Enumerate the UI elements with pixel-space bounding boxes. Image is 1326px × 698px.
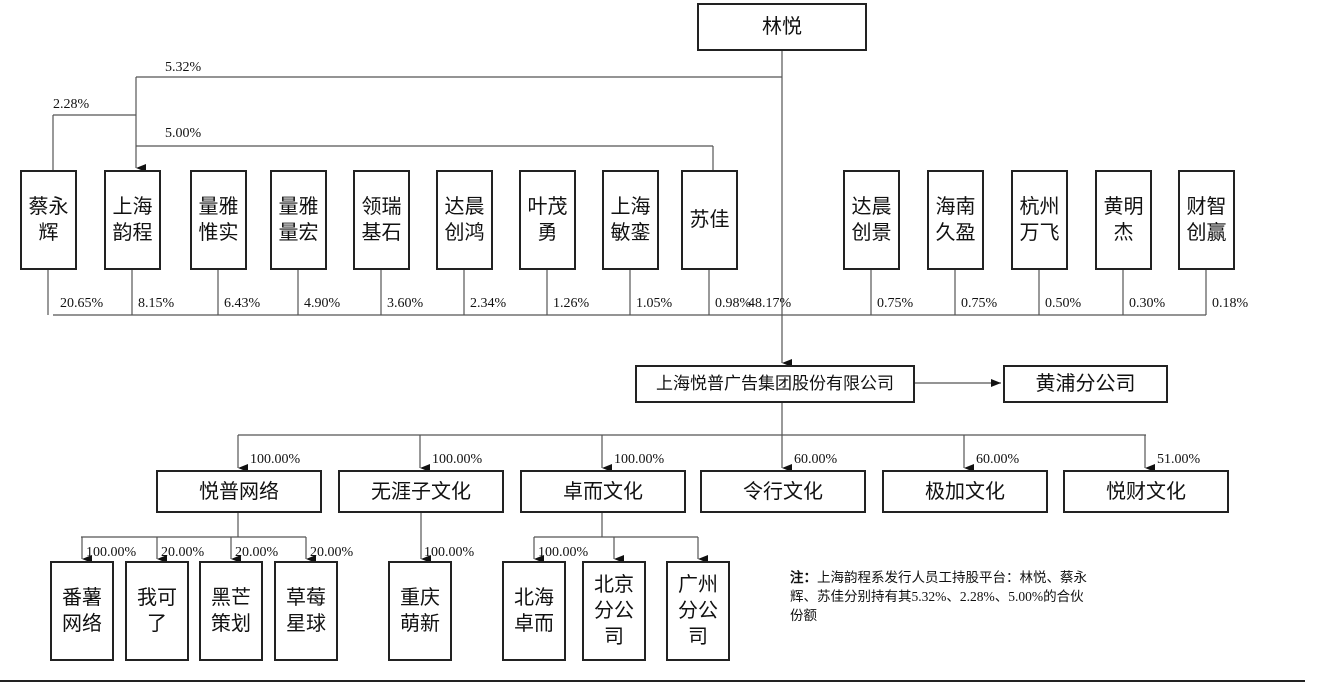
shareholder-box-label: 量雅惟实 <box>198 196 239 244</box>
subsidiary-box-label: 卓而文化 <box>563 480 643 503</box>
footnote: 注：上海韵程系发行人员工持股平台：林悦、蔡永辉、苏佳分别持有其5.32%、2.2… <box>790 568 1090 625</box>
shareholder-box-label: 上海敏銮 <box>610 196 651 244</box>
grandchild-box: 北京分公司 <box>582 561 646 661</box>
top-holder-name: 林悦 <box>762 16 802 38</box>
grandchild-box-label: 番薯网络 <box>62 587 102 635</box>
shareholder-box: 上海韵程 <box>104 170 161 270</box>
link-pct-linyue-yuncheng: 5.32% <box>165 60 202 75</box>
subsidiary-pct: 60.00% <box>976 452 1020 467</box>
subsidiary-box: 卓而文化 <box>520 470 686 513</box>
shareholder-box-label: 领瑞基石 <box>361 196 402 244</box>
shareholder-box: 蔡永辉 <box>20 170 77 270</box>
grandchild-box: 我可了 <box>125 561 189 661</box>
shareholder-box-label: 叶茂勇 <box>527 196 568 244</box>
subsidiary-box-label: 无涯子文化 <box>371 480 471 503</box>
shareholder-pct: 3.60% <box>387 296 424 311</box>
footnote-label: 注： <box>790 570 817 585</box>
link-pct-sujia-yuncheng: 5.00% <box>165 126 202 141</box>
subsidiary-box: 悦财文化 <box>1063 470 1229 513</box>
shareholder-box-label: 财智创赢 <box>1186 196 1227 244</box>
shareholder-box: 量雅量宏 <box>270 170 327 270</box>
shareholder-box: 黄明杰 <box>1095 170 1152 270</box>
company-name: 上海悦普广告集团股份有限公司 <box>656 374 894 393</box>
shareholder-pct: 0.50% <box>1045 296 1082 311</box>
grandchild-box-label: 草莓星球 <box>286 587 326 635</box>
shareholder-pct: 0.18% <box>1212 296 1249 311</box>
subsidiary-pct: 60.00% <box>794 452 838 467</box>
subsidiary-box: 悦普网络 <box>156 470 322 513</box>
shareholder-box: 量雅惟实 <box>190 170 247 270</box>
grandchild-pct: 100.00% <box>86 545 137 560</box>
shareholder-box: 海南久盈 <box>927 170 984 270</box>
subsidiary-box: 令行文化 <box>700 470 866 513</box>
shareholder-pct: 0.75% <box>961 296 998 311</box>
grandchild-pct: 100.00% <box>538 545 589 560</box>
shareholder-pct: 0.30% <box>1129 296 1166 311</box>
shareholder-box-label: 上海韵程 <box>112 196 153 244</box>
shareholder-pct: 0.98% <box>715 296 752 311</box>
subsidiary-box-label: 令行文化 <box>743 480 823 503</box>
grandchild-box-label: 广州分公司 <box>678 574 718 648</box>
shareholder-pct: 6.43% <box>224 296 261 311</box>
subsidiary-box: 无涯子文化 <box>338 470 504 513</box>
shareholder-pct: 2.34% <box>470 296 507 311</box>
grandchild-box: 草莓星球 <box>274 561 338 661</box>
subsidiary-pct: 100.00% <box>250 452 301 467</box>
shareholder-box: 财智创赢 <box>1178 170 1235 270</box>
shareholder-box-label: 黄明杰 <box>1103 196 1144 244</box>
grandchild-box-label: 北海卓而 <box>514 587 554 635</box>
grandchild-pct: 20.00% <box>310 545 354 560</box>
shareholder-box: 苏佳 <box>681 170 738 270</box>
subsidiary-pct: 100.00% <box>614 452 665 467</box>
branch-name: 黄浦分公司 <box>1035 373 1136 395</box>
subsidiary-pct: 51.00% <box>1157 452 1201 467</box>
footnote-text: 上海韵程系发行人员工持股平台：林悦、蔡永辉、苏佳分别持有其5.32%、2.28%… <box>790 570 1087 623</box>
grandchild-box: 北海卓而 <box>502 561 566 661</box>
grandchild-pct: 100.00% <box>424 545 475 560</box>
shareholder-pct: 1.05% <box>636 296 673 311</box>
shareholder-pct: 8.15% <box>138 296 175 311</box>
shareholder-box: 达晨创鸿 <box>436 170 493 270</box>
top-holder-box: 林悦 <box>697 3 867 51</box>
grandchild-pct: 20.00% <box>235 545 279 560</box>
shareholder-box: 上海敏銮 <box>602 170 659 270</box>
shareholder-box: 叶茂勇 <box>519 170 576 270</box>
grandchild-box-label: 黑芒策划 <box>211 587 251 635</box>
grandchild-box: 广州分公司 <box>666 561 730 661</box>
branch-box: 黄浦分公司 <box>1003 365 1168 403</box>
grandchild-box: 黑芒策划 <box>199 561 263 661</box>
bottom-rule <box>0 680 1305 682</box>
company-box: 上海悦普广告集团股份有限公司 <box>635 365 915 403</box>
shareholder-box: 杭州万飞 <box>1011 170 1068 270</box>
shareholder-box: 达晨创景 <box>843 170 900 270</box>
grandchild-box-label: 重庆萌新 <box>400 587 440 635</box>
linyue-direct-pct: 48.17% <box>748 296 792 311</box>
shareholder-pct: 4.90% <box>304 296 341 311</box>
grandchild-box: 番薯网络 <box>50 561 114 661</box>
shareholder-box-label: 苏佳 <box>689 209 730 231</box>
shareholder-box-label: 达晨创鸿 <box>444 196 485 244</box>
shareholder-box-label: 杭州万飞 <box>1019 196 1060 244</box>
grandchild-box-label: 我可了 <box>137 587 177 635</box>
subsidiary-pct: 100.00% <box>432 452 483 467</box>
link-pct-cai-yuncheng: 2.28% <box>53 97 90 112</box>
subsidiary-box-label: 悦财文化 <box>1106 480 1186 503</box>
shareholder-box-label: 量雅量宏 <box>278 196 319 244</box>
subsidiary-box: 极加文化 <box>882 470 1048 513</box>
subsidiary-box-label: 极加文化 <box>925 480 1005 503</box>
shareholder-box-label: 海南久盈 <box>935 196 976 244</box>
shareholder-pct: 20.65% <box>60 296 104 311</box>
shareholder-box-label: 蔡永辉 <box>28 196 69 244</box>
grandchild-box: 重庆萌新 <box>388 561 452 661</box>
shareholder-box: 领瑞基石 <box>353 170 410 270</box>
grandchild-box-label: 北京分公司 <box>594 574 634 648</box>
shareholder-pct: 0.75% <box>877 296 914 311</box>
shareholder-pct: 1.26% <box>553 296 590 311</box>
grandchild-pct: 20.00% <box>161 545 205 560</box>
shareholder-box-label: 达晨创景 <box>851 196 892 244</box>
subsidiary-box-label: 悦普网络 <box>199 480 279 503</box>
